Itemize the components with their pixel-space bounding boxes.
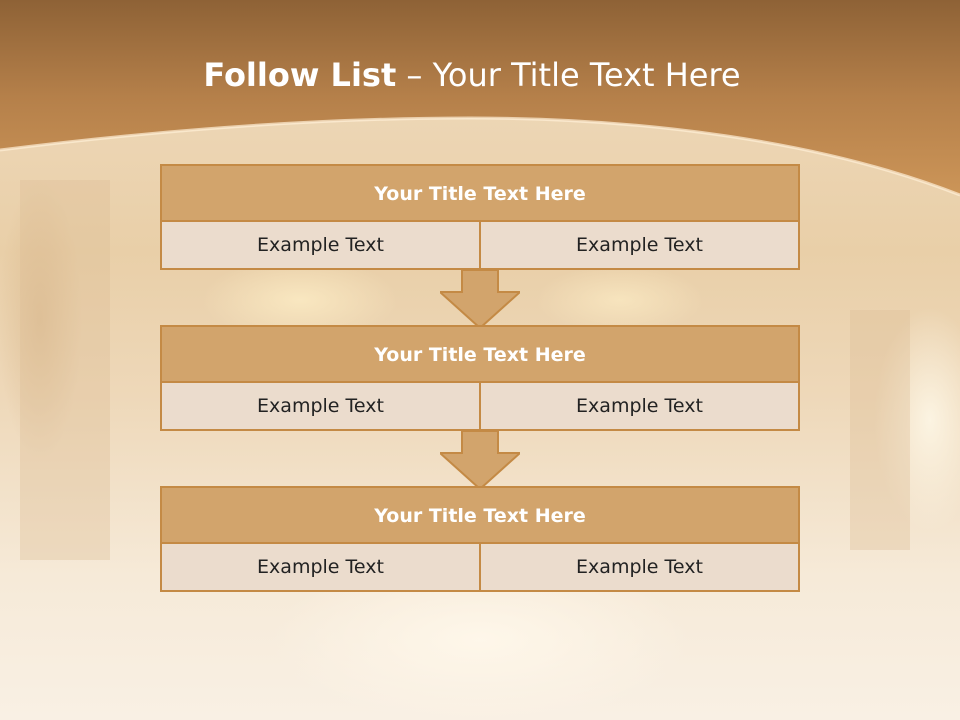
down-arrow-2-icon [440, 431, 520, 491]
step-1-block: Your Title Text Here Example Text Exampl… [160, 164, 800, 270]
step-1-title: Your Title Text Here [162, 166, 798, 222]
step-1-left-text: Example Text [162, 222, 479, 268]
title-rest: – Your Title Text Here [406, 56, 741, 94]
step-2-left-text: Example Text [162, 383, 479, 429]
header-band [0, 0, 960, 197]
step-3-right-text: Example Text [479, 544, 798, 590]
down-arrow-1-icon [440, 270, 520, 330]
step-3-block: Your Title Text Here Example Text Exampl… [160, 486, 800, 592]
step-2-right-text: Example Text [479, 383, 798, 429]
step-2-title: Your Title Text Here [162, 327, 798, 383]
slide-title: Follow List – Your Title Text Here [0, 56, 944, 94]
step-3-left-text: Example Text [162, 544, 479, 590]
step-1-right-text: Example Text [479, 222, 798, 268]
step-2-block: Your Title Text Here Example Text Exampl… [160, 325, 800, 431]
title-bold: Follow List [203, 56, 397, 94]
step-3-title: Your Title Text Here [162, 488, 798, 544]
